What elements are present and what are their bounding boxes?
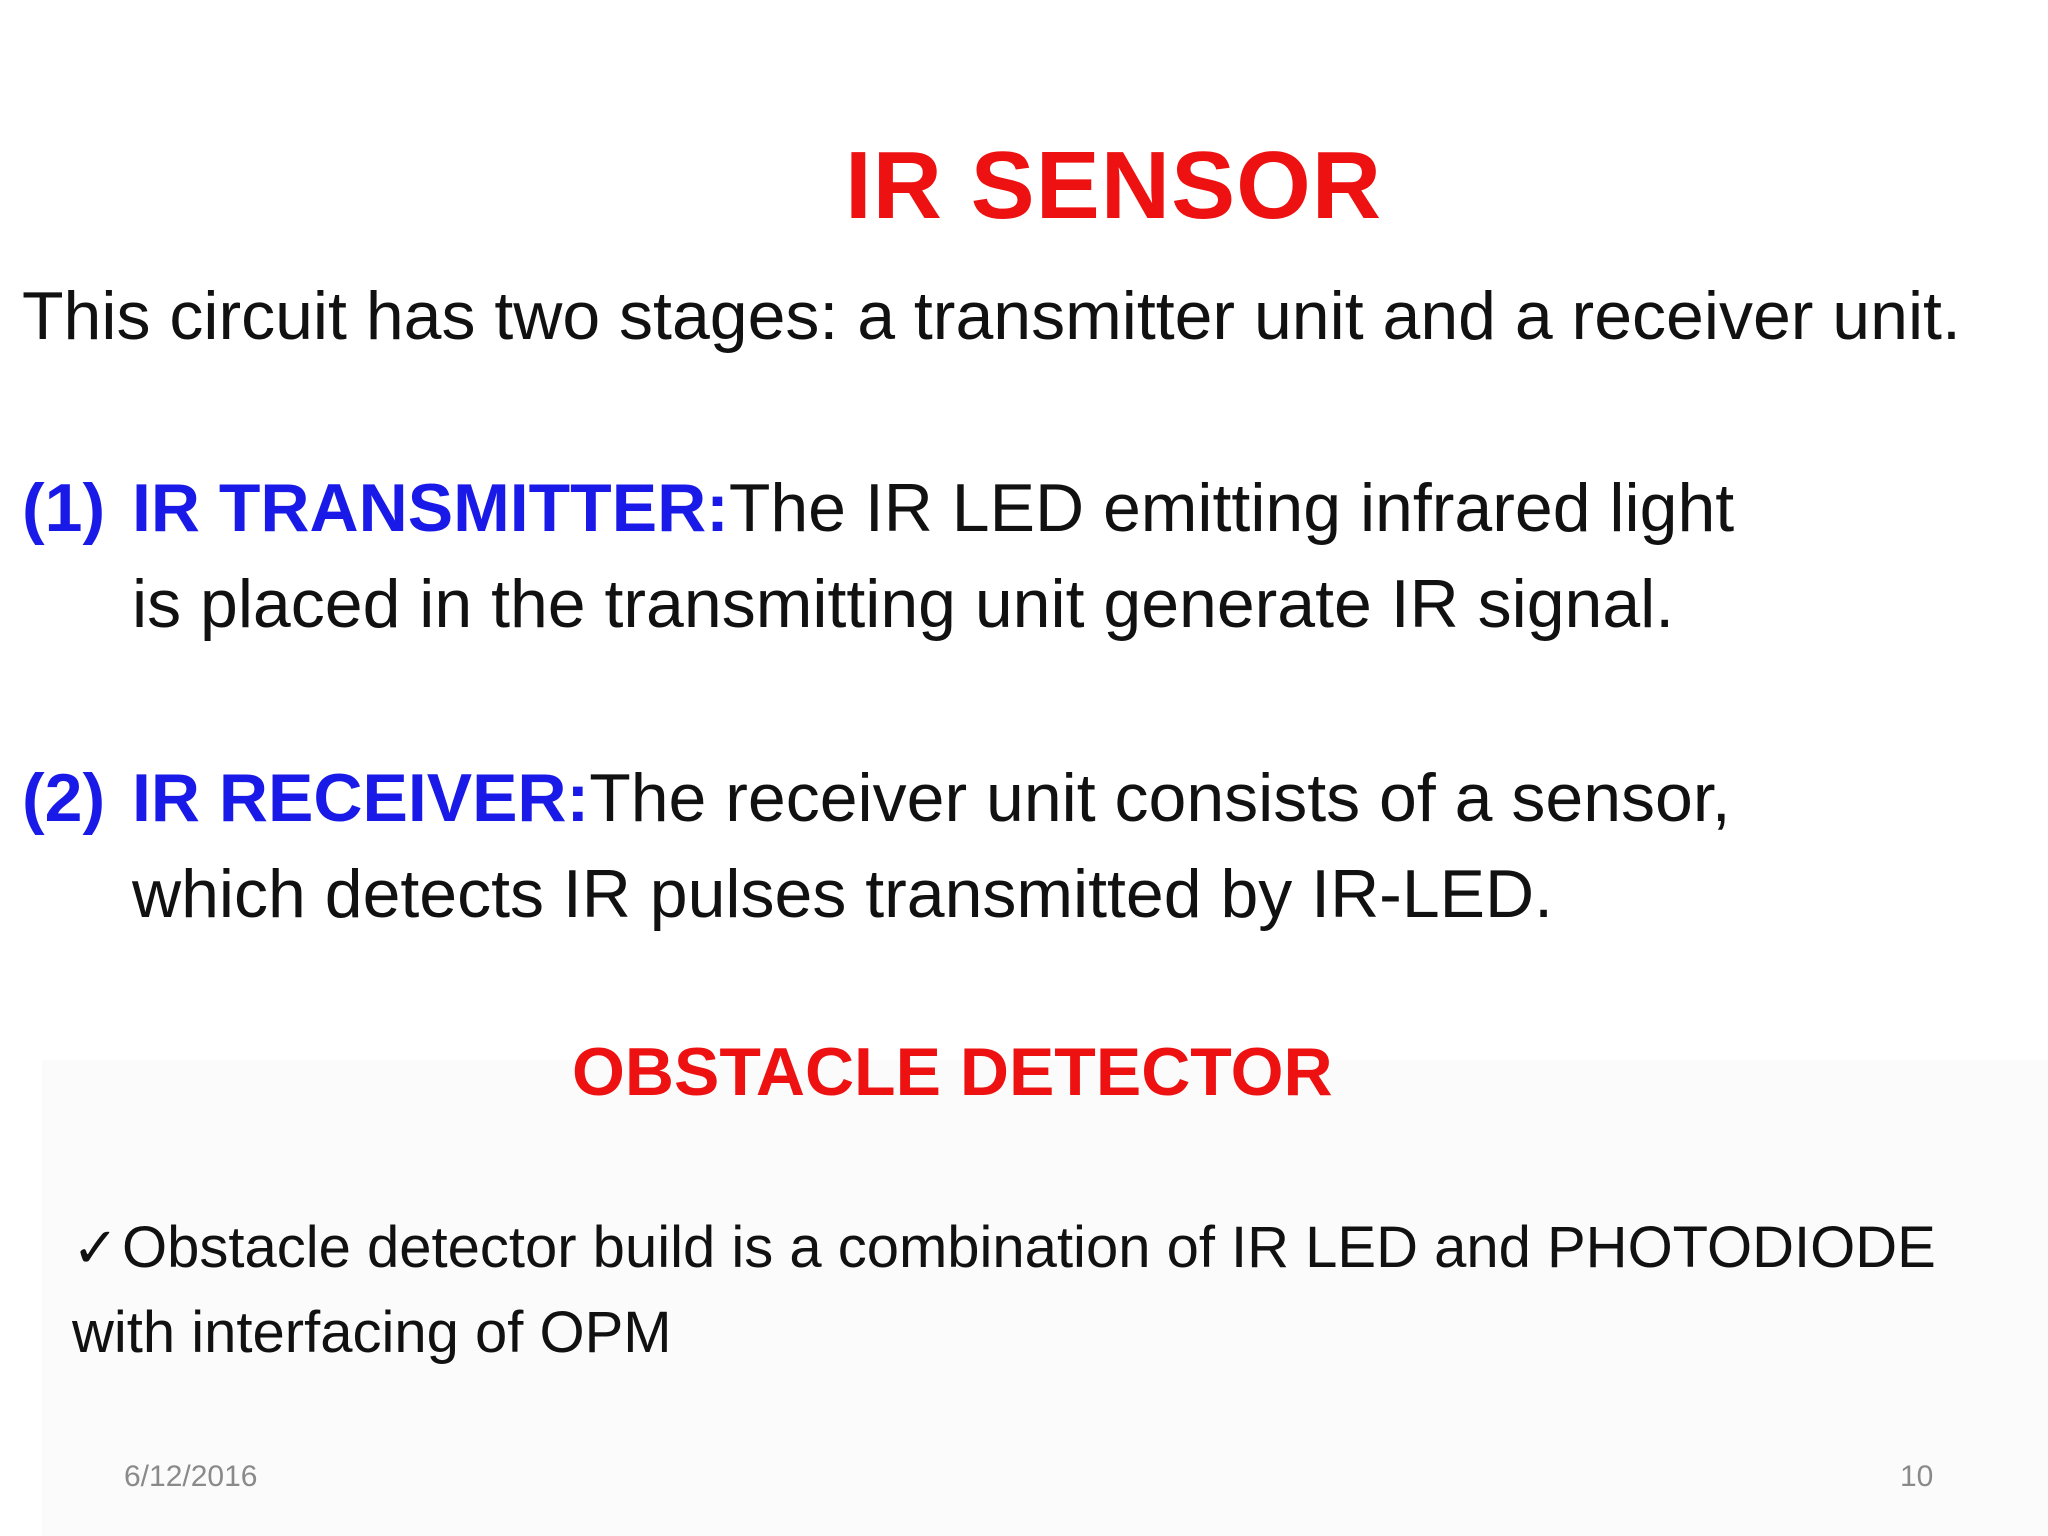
- item-label: IR TRANSMITTER:: [132, 470, 729, 546]
- check-icon: ✓: [72, 1216, 119, 1281]
- footer-page-number: 10: [1900, 1460, 1934, 1493]
- item-label: IR RECEIVER:: [132, 760, 590, 836]
- intro-text: This circuit has two stages: a transmitt…: [22, 278, 1961, 354]
- list-item-transmitter: (1) IR TRANSMITTER:The IR LED emitting i…: [22, 460, 2022, 652]
- list-item-receiver: (2) IR RECEIVER:The receiver unit consis…: [22, 750, 2022, 942]
- item-body: IR RECEIVER:The receiver unit consists o…: [132, 750, 1792, 942]
- bullet-text: Obstacle detector build is a combination…: [72, 1215, 1936, 1365]
- bullet-item: ✓Obstacle detector build is a combinatio…: [72, 1206, 2032, 1375]
- item-body: IR TRANSMITTER:The IR LED emitting infra…: [132, 460, 1792, 652]
- item-number: (1): [22, 470, 106, 546]
- item-text: The receiver unit consists of a sensor, …: [132, 760, 1731, 932]
- item-text: The IR LED emitting infrared light is pl…: [132, 470, 1735, 642]
- lower-panel-background: [42, 1060, 2048, 1536]
- item-number: (2): [22, 760, 106, 836]
- footer-date: 6/12/2016: [124, 1460, 258, 1493]
- slide-title: IR SENSOR: [845, 132, 1383, 239]
- section-subtitle: OBSTACLE DETECTOR: [572, 1034, 1333, 1110]
